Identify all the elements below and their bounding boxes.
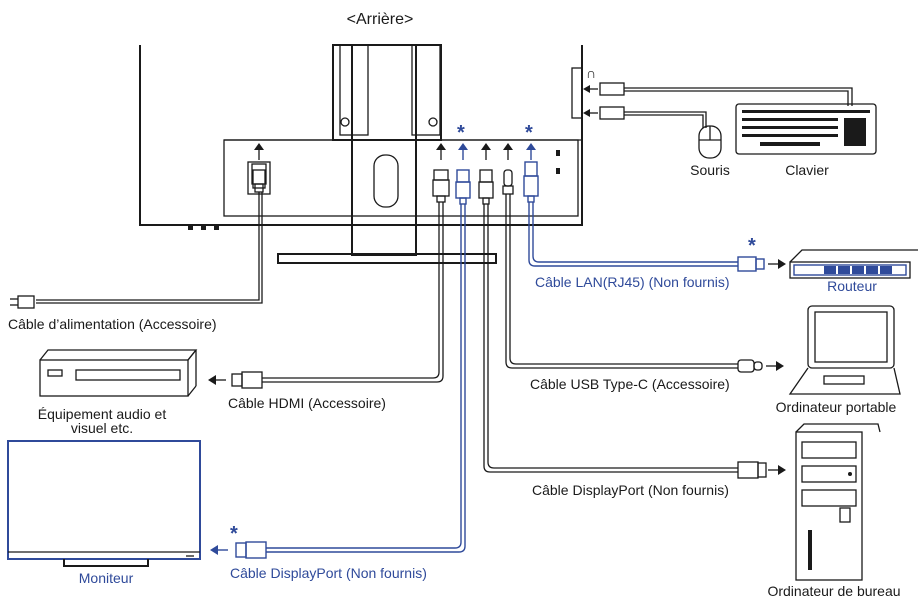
displayport-plug-icon — [478, 169, 494, 205]
hdmi-plug-icon — [432, 169, 450, 203]
displayport-cable-left — [266, 204, 462, 549]
arrow-icon — [583, 85, 598, 93]
usb-c-cable — [505, 194, 738, 369]
arrow-icon — [766, 361, 784, 371]
souris-label: Souris — [690, 162, 730, 178]
displayport-plug-icon — [455, 169, 471, 205]
power-cable — [36, 192, 263, 304]
port-arrows — [254, 143, 536, 160]
hdmi-cable — [262, 202, 440, 379]
star-lan-cable: * — [748, 235, 756, 257]
displayport-plug-icon — [235, 541, 267, 559]
arrow-icon — [436, 143, 446, 160]
mouse-cable — [624, 111, 707, 128]
arrow-icon — [768, 465, 786, 475]
mouse-cable — [624, 114, 704, 128]
router-icon — [789, 249, 918, 279]
arrow-icon — [583, 109, 598, 117]
usb-plug-icon — [599, 82, 625, 120]
desktop-label: Ordinateur de bureau — [767, 583, 900, 599]
arrow-icon — [768, 259, 786, 269]
arrow-icon — [458, 143, 468, 160]
av-equipment-icon — [39, 349, 198, 397]
lan-cable-label: Câble LAN(RJ45) (Non fournis) — [535, 274, 730, 290]
routeur-label: Routeur — [827, 278, 877, 294]
power-cable-label: Câble d’alimentation (Accessoire) — [8, 316, 217, 332]
rear-title: <Arrière> — [347, 11, 414, 28]
displayport-cable-right — [483, 204, 738, 473]
svg-text:∩: ∩ — [586, 65, 596, 81]
displayport-cable-left — [266, 204, 466, 553]
rj45-plug-icon — [737, 256, 765, 272]
star-lan-port: * — [525, 122, 533, 144]
star-dp-left: * — [230, 523, 238, 545]
power-plug-icon — [10, 295, 35, 309]
usbc-cable-label: Câble USB Type-C (Accessoire) — [530, 376, 730, 392]
dp-cable-left-label: Câble DisplayPort (Non fournis) — [230, 565, 427, 581]
monitor-icon — [7, 440, 201, 567]
star-dp-port: * — [457, 122, 465, 144]
monitor-rear: ∩ — [139, 44, 596, 264]
arrow-icon — [208, 375, 226, 385]
keyboard-cable — [624, 87, 853, 106]
monitor-stand — [277, 44, 497, 264]
displayport-plug-icon — [737, 461, 767, 479]
arrow-icon — [526, 143, 536, 160]
lan-cable — [532, 202, 738, 263]
rj45-plug-icon — [523, 161, 539, 203]
moniteur-label: Moniteur — [79, 570, 134, 586]
hdmi-plug-icon — [231, 371, 263, 389]
displayport-cable-right — [487, 204, 738, 469]
dp-cable-right-label: Câble DisplayPort (Non fournis) — [532, 482, 729, 498]
usb-c-plug-icon — [502, 169, 514, 195]
arrow-icon — [254, 143, 264, 160]
keyboard-cable — [624, 90, 849, 106]
arrow-icon — [503, 143, 513, 160]
power-cable — [36, 192, 260, 301]
hdmi-cable-label: Câble HDMI (Accessoire) — [228, 395, 386, 411]
laptop-icon — [788, 305, 901, 395]
desktop-computer-icon — [795, 423, 881, 581]
laptop-label: Ordinateur portable — [776, 399, 897, 415]
usb-c-cable — [509, 194, 738, 365]
lan-cable — [528, 202, 738, 267]
usb-c-plug-icon — [737, 359, 763, 373]
clavier-label: Clavier — [785, 162, 829, 178]
keyboard-icon — [735, 103, 877, 155]
mouse-icon — [698, 125, 722, 159]
av-label-line2: visuel etc. — [71, 420, 133, 436]
arrow-icon — [481, 143, 491, 160]
hdmi-cable — [262, 202, 444, 383]
av-label-line1: Équipement audio et — [38, 406, 167, 422]
arrow-icon — [210, 545, 228, 555]
